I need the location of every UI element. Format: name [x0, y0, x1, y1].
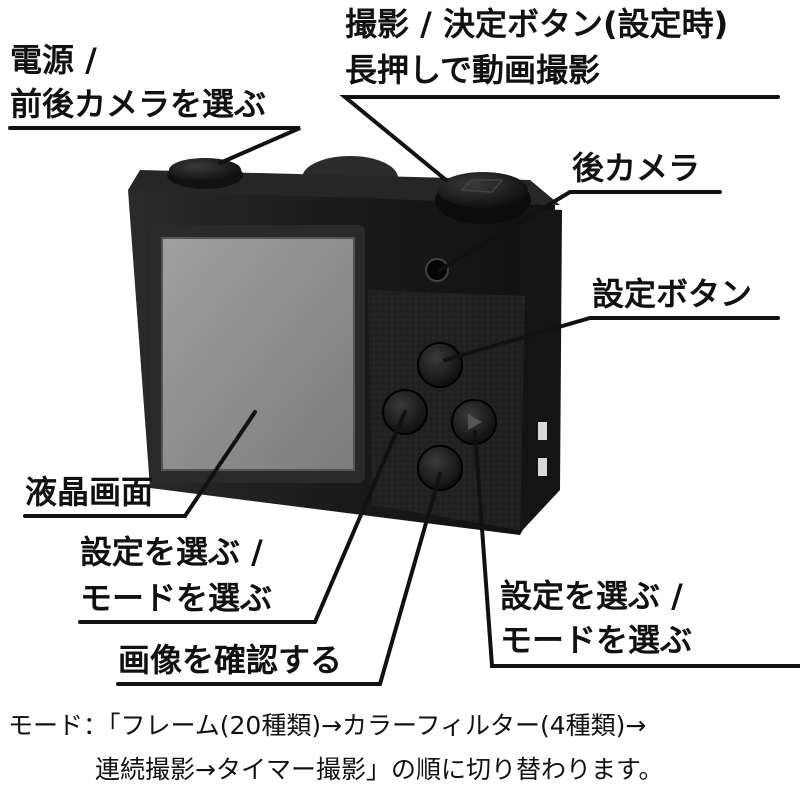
camera-side-face	[518, 208, 562, 535]
callout-review	[116, 472, 442, 686]
rear-camera-lens	[425, 258, 449, 282]
callout-power	[8, 126, 301, 165]
review-button[interactable]	[417, 445, 463, 491]
label-shutter-line1: 撮影 / 決定ボタン(設定時)	[345, 5, 729, 43]
play-icon	[468, 414, 482, 430]
label-left-select-line2: モードを選ぶ	[80, 579, 273, 617]
label-lcd: 液晶画面	[25, 473, 154, 511]
power-button[interactable]	[167, 158, 243, 189]
settings-button[interactable]	[417, 342, 463, 388]
callout-left-select	[78, 410, 407, 624]
label-review: 画像を確認する	[118, 641, 343, 679]
shutter-button[interactable]	[435, 172, 531, 224]
callout-lcd	[23, 410, 257, 518]
callout-settings	[443, 316, 780, 362]
label-right-select-line2: モードを選ぶ	[500, 621, 693, 659]
footnote-line1: モード：「フレーム(20種類)→カラーフィルター(4種類)→	[8, 711, 647, 740]
callout-rear-camera	[438, 190, 722, 272]
callout-lines	[8, 95, 800, 686]
label-power-line2: 前後カメラを選ぶ	[10, 85, 267, 123]
lcd-screen	[150, 225, 365, 483]
label-rear-camera: 後カメラ	[572, 149, 701, 187]
callout-shutter	[339, 95, 780, 182]
label-right-select-line1: 設定を選ぶ /	[500, 577, 683, 615]
side-port-2	[538, 458, 547, 476]
label-settings-button: 設定ボタン	[592, 275, 753, 313]
label-shutter-line2: 長押しで動画撮影	[345, 51, 601, 89]
footnote-line2: 連続撮影→タイマー撮影」の順に切り替わります。	[95, 755, 664, 784]
callout-right-select	[473, 430, 800, 668]
label-left-select-line1: 設定を選ぶ /	[80, 533, 263, 571]
side-port-1	[538, 422, 547, 440]
label-power-line1: 電源 /	[10, 41, 97, 79]
